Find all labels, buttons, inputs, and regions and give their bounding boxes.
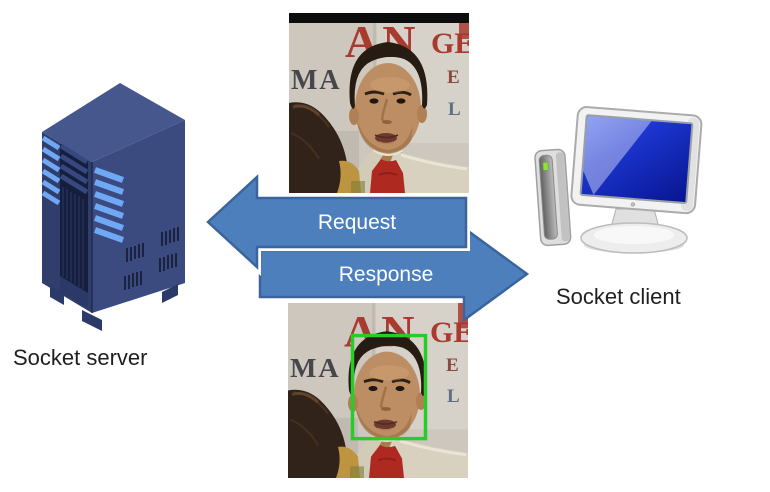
request-arrow-label: Request xyxy=(318,211,396,234)
desktop-computer-icon xyxy=(534,106,703,254)
request-arrow xyxy=(206,174,468,270)
original-photo xyxy=(289,13,469,193)
server-tower-icon xyxy=(41,83,185,331)
face-detection-box xyxy=(350,333,428,441)
monitor xyxy=(570,106,703,215)
response-arrow-label: Response xyxy=(339,263,434,286)
computer-tower xyxy=(534,148,572,247)
face-detected-photo xyxy=(288,303,468,478)
photo-black-bar xyxy=(289,13,469,23)
client-label: Socket client xyxy=(556,284,681,309)
server-label: Socket server xyxy=(13,345,148,370)
monitor-screen xyxy=(581,116,692,203)
power-led xyxy=(542,162,549,171)
message-arrows: Request Response xyxy=(202,167,530,323)
